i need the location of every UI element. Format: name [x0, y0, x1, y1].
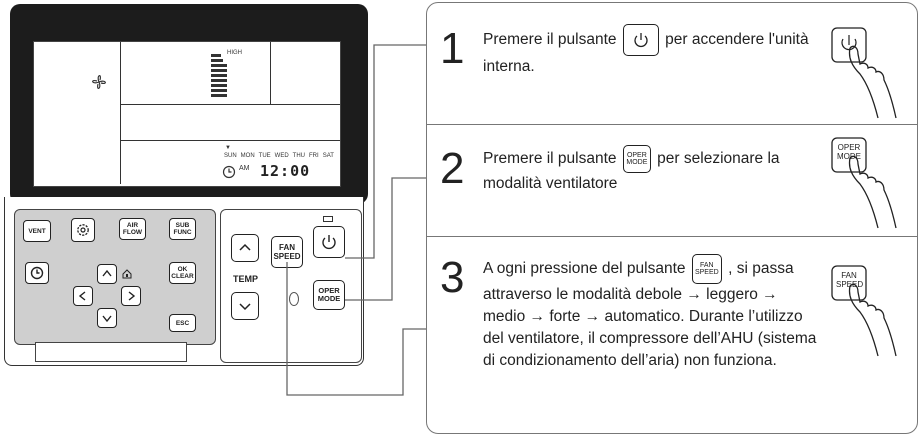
chevron-up-icon [102, 269, 112, 277]
clock-icon [30, 266, 44, 280]
lcd-screen: HIGH ▼ SUN MON TUE WED THU FRI SAT AM 12… [33, 41, 341, 187]
step-text-before: Premere il pulsante [483, 150, 617, 168]
clock-icon [222, 165, 236, 179]
high-label: HIGH [227, 50, 242, 56]
timer-button[interactable] [25, 262, 49, 284]
temp-label: TEMP [233, 274, 259, 284]
air-flow-button[interactable]: AIR FLOW [119, 218, 146, 240]
chevron-down-icon [102, 315, 112, 323]
weekday-label: WED [274, 153, 289, 159]
step-text-after: per selezionare la modalità ventilatore [483, 150, 780, 192]
day-indicator-arrow: ▼ [225, 145, 231, 151]
temp-up-button[interactable] [231, 234, 259, 262]
hand-button-label: OPER MODE [837, 143, 861, 161]
controller-stand [35, 342, 187, 362]
down-button[interactable] [97, 308, 117, 328]
esc-button[interactable]: ESC [169, 314, 196, 332]
chevron-right-icon [128, 291, 136, 301]
lcd-divider [121, 104, 340, 105]
step-3-text: A ogni pressione del pulsante FAN SPEED … [483, 254, 823, 372]
hand-press-fan-speed-illustration [831, 265, 897, 357]
up-button[interactable] [97, 264, 117, 284]
step-text-after: per accendere l'unità interna. [483, 31, 809, 75]
inline-fan-speed-button: FAN SPEED [691, 254, 722, 284]
weekday-label: THU [292, 153, 306, 159]
sensor-icon [289, 292, 299, 306]
main-control-panel: TEMP FAN SPEED OPER MODE [220, 209, 362, 363]
step-number: 1 [440, 24, 465, 73]
lcd-divider [270, 42, 271, 104]
gear-icon [77, 224, 89, 236]
hand-button-label: FAN SPEED [836, 271, 864, 289]
connector-step-2 [345, 177, 426, 301]
hand-press-power-illustration [831, 27, 897, 119]
temp-down-button[interactable] [231, 292, 259, 320]
ok-clear-button[interactable]: OK CLEAR [169, 262, 196, 284]
connector-step-1 [345, 44, 426, 259]
power-indicator-led [323, 216, 333, 222]
weekday-label: FRI [309, 153, 319, 159]
chevron-up-icon [239, 243, 251, 251]
lcd-divider [121, 140, 340, 141]
button-panel: VENT AIR FLOW SUB FUNC OK CLEAR ESC [14, 209, 216, 345]
connector-step-3 [286, 262, 426, 396]
oper-mode-button[interactable]: OPER MODE [313, 280, 345, 310]
am-label: AM [239, 165, 250, 172]
inline-power-button [622, 24, 659, 56]
clock-time: 12:00 [260, 162, 311, 180]
settings-button[interactable] [71, 218, 95, 242]
weekday-label: MON [240, 153, 255, 159]
fan-level-bars [211, 54, 227, 99]
chevron-left-icon [78, 291, 86, 301]
power-icon [634, 33, 648, 48]
lcd-divider [120, 42, 121, 184]
vent-button[interactable]: VENT [23, 220, 51, 242]
left-button[interactable] [73, 286, 93, 306]
step-number: 3 [440, 253, 465, 302]
step-text-before: Premere il pulsante [483, 31, 617, 49]
step-2-text: Premere il pulsante OPER MODE per selezi… [483, 145, 813, 195]
step-1-text: Premere il pulsante per accendere l'unit… [483, 24, 813, 78]
step-text-before: A ogni pressione del pulsante [483, 260, 686, 278]
power-icon [322, 235, 336, 250]
chevron-down-icon [239, 303, 251, 311]
sub-func-button[interactable]: SUB FUNC [169, 218, 196, 240]
right-button[interactable] [121, 286, 141, 306]
hand-press-oper-mode-illustration [831, 137, 897, 229]
inline-oper-mode-button: OPER MODE [622, 145, 651, 173]
weekday-label: SUN [224, 153, 237, 159]
home-lock-icon [122, 269, 132, 279]
weekday-label: SAT [322, 153, 334, 159]
power-button[interactable] [313, 226, 345, 258]
weekday-label: TUE [258, 153, 271, 159]
weekday-row: SUN MON TUE WED THU FRI SAT [224, 153, 334, 159]
fan-icon [92, 75, 106, 89]
step-text-after: , si passa attraverso le modalità debole… [483, 260, 817, 369]
step-number: 2 [440, 144, 465, 193]
